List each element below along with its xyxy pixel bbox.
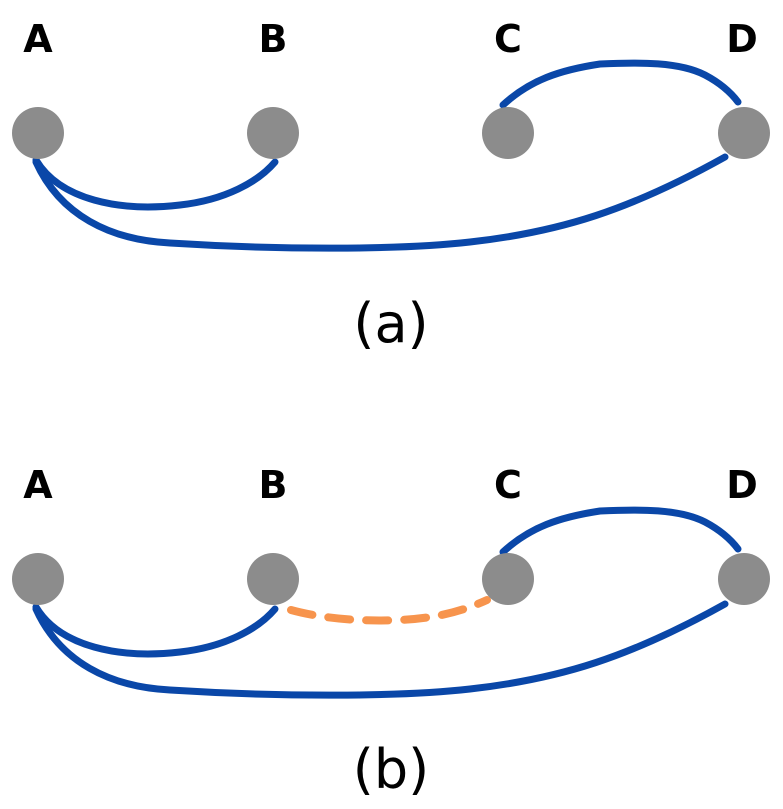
node-b: [247, 553, 299, 605]
node-d: [718, 107, 770, 159]
node-label-c: C: [494, 17, 522, 61]
node-c: [482, 553, 534, 605]
edge-c-to-d: [499, 59, 742, 109]
node-label-b: B: [259, 17, 288, 61]
edge-c-to-d: [499, 506, 742, 556]
node-c: [482, 107, 534, 159]
panel-caption-b: (b): [353, 738, 429, 801]
node-b: [247, 107, 299, 159]
node-label-b: B: [259, 463, 288, 507]
node-label-a: A: [23, 463, 53, 507]
edge-a-to-b: [32, 156, 279, 211]
panel-caption-a: (a): [353, 292, 428, 355]
edge-a-to-d: [32, 600, 729, 699]
node-a: [12, 107, 64, 159]
panel-a: A B C D (a): [12, 17, 770, 355]
edge-b-to-c-dashed: [287, 596, 491, 625]
edge-a-to-d: [32, 153, 729, 252]
node-d: [718, 553, 770, 605]
edge-a-to-b: [32, 603, 279, 658]
panel-b: A B C D (b): [12, 463, 770, 801]
node-label-a: A: [23, 17, 53, 61]
node-label-c: C: [494, 463, 522, 507]
node-label-d: D: [726, 463, 758, 507]
node-label-d: D: [726, 17, 758, 61]
node-a: [12, 553, 64, 605]
